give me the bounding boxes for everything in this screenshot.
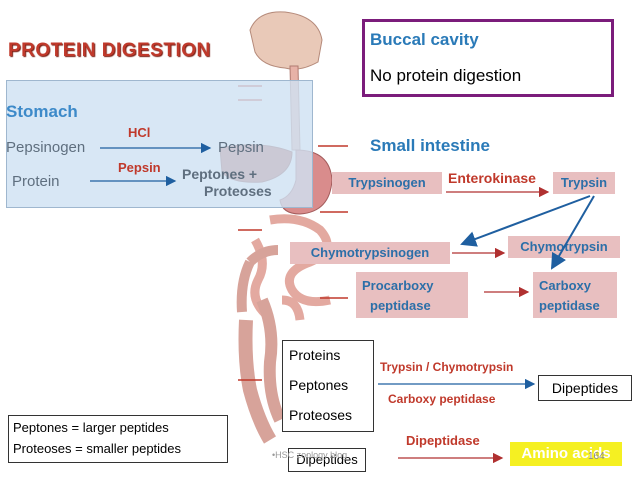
slide-number: 164 <box>588 451 605 462</box>
procarboxy-line1: Procarboxy <box>362 278 434 293</box>
carboxy-line1: Carboxy <box>539 278 592 293</box>
chymotrypsin-box: Chymotrypsin <box>508 236 620 258</box>
small-intestine-heading: Small intestine <box>370 136 490 155</box>
hcl-enzyme-label: HCl <box>128 125 151 140</box>
procarboxypeptidase-box: Procarboxy peptidase <box>356 272 468 318</box>
buccal-cavity-heading: Buccal cavity <box>370 30 479 49</box>
legend-line-peptones: Peptones = larger peptides <box>13 420 169 435</box>
protein-label: Protein <box>12 173 60 190</box>
buccal-cavity-text: No protein digestion <box>370 66 522 85</box>
enterokinase-label: Enterokinase <box>448 170 536 186</box>
peptones-plus-label: Peptones + <box>182 166 258 182</box>
chymotrypsinogen-box: Chymotrypsinogen <box>290 242 450 264</box>
legend-line-proteoses: Proteoses = smaller peptides <box>13 441 182 456</box>
pepsinogen-label: Pepsinogen <box>6 139 86 156</box>
substrate-proteoses: Proteoses <box>289 407 353 423</box>
substrates-box: Proteins Peptones Proteoses <box>282 340 374 432</box>
legend-box: Peptones = larger peptides Proteoses = s… <box>8 415 228 463</box>
dipeptidase-label: Dipeptidase <box>406 433 480 448</box>
stomach-panel <box>6 80 313 208</box>
substrate-peptones: Peptones <box>289 377 349 393</box>
buccal-cavity-box <box>362 19 614 97</box>
carboxy-peptidase-label: Carboxy peptidase <box>388 392 496 406</box>
trypsin-box: Trypsin <box>553 172 615 194</box>
stomach-heading: Stomach <box>6 102 78 121</box>
proteoses-label: Proteoses <box>204 183 272 199</box>
carboxypeptidase-box: Carboxy peptidase <box>533 272 617 318</box>
procarboxy-line2: peptidase <box>370 298 431 313</box>
trypsinogen-box: Trypsinogen <box>332 172 442 194</box>
dipeptides-input-box: Dipeptides <box>288 448 366 472</box>
substrate-proteins: Proteins <box>289 347 341 363</box>
amino-acids-box: Amino acids <box>510 442 622 466</box>
trypsin-chymotrypsin-label: Trypsin / Chymotrypsin <box>380 360 514 374</box>
dipeptides-product-box: Dipeptides <box>538 375 632 401</box>
page-title: PROTEIN DIGESTION <box>8 40 211 61</box>
pepsin-enzyme-label: Pepsin <box>118 160 161 175</box>
pepsin-product-label: Pepsin <box>218 139 264 156</box>
watermark: •HSC zoology blog <box>272 450 348 460</box>
carboxy-line2: peptidase <box>539 298 600 313</box>
